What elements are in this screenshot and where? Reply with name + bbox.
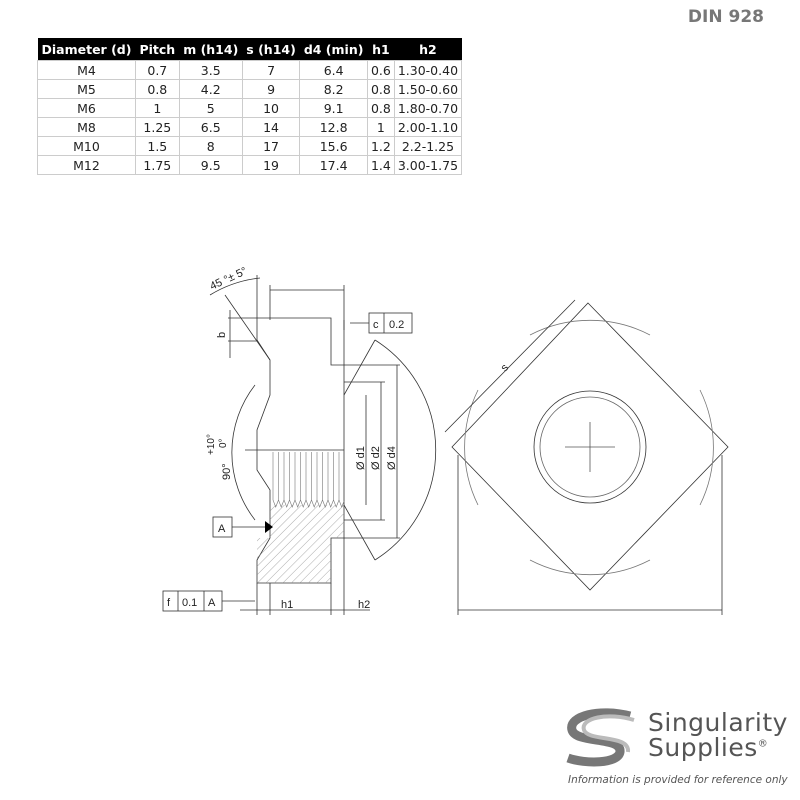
table-cell: M6 (37, 98, 136, 118)
angle-tol-lower: 0° (218, 438, 229, 448)
table-cell: 1.2 (366, 136, 395, 156)
angle-90-label: 90° (221, 463, 233, 480)
table-cell: 1.80-0.70 (393, 98, 463, 118)
registered-mark: ® (757, 738, 769, 750)
logo-line-1: Singularity (648, 708, 788, 737)
logo-line-2: Supplies® (648, 733, 768, 762)
d1-label: Ø d1 (355, 446, 367, 470)
table-cell: 3.5 (178, 60, 243, 80)
thread-line (322, 452, 329, 508)
chamfer-angle-label: 45 °± 5° (208, 265, 249, 292)
thread-line (278, 452, 285, 508)
tol-c-value: 0.2 (389, 319, 404, 331)
thread-line (305, 452, 312, 508)
thread-lines (272, 452, 345, 508)
table-cell: M5 (37, 79, 136, 99)
disclaimer: Information is provided for reference on… (568, 774, 788, 786)
thread-line (272, 452, 279, 508)
section-hatch-lower (257, 538, 331, 583)
top-view (444, 299, 729, 615)
column-header: d4 (min) (299, 38, 368, 61)
thread-line (294, 452, 301, 508)
tol-f-value: 0.1 (182, 597, 197, 609)
tolerance-c-box (368, 312, 413, 334)
thread-line (300, 452, 307, 508)
table-cell: 19 (241, 155, 301, 175)
tol-f-symbol: f (167, 597, 171, 609)
table-cell: 1.30-0.40 (393, 60, 463, 80)
thread-line (289, 452, 296, 508)
table-cell: 9.5 (178, 155, 243, 175)
h1-label: h1 (281, 599, 293, 611)
angle-tol-upper: +10° (206, 434, 217, 455)
table-cell: M12 (37, 155, 136, 175)
thread-line (338, 452, 345, 508)
thread-line (316, 452, 323, 508)
datum-a-label: A (218, 523, 226, 535)
h2-label: h2 (358, 599, 370, 611)
logo-s-icon (566, 708, 635, 767)
tol-c-symbol: c (373, 319, 379, 331)
thread-outer-circle (533, 390, 647, 504)
column-header: s (h14) (242, 38, 300, 61)
table-cell: 10 (241, 98, 301, 118)
s-label: s (499, 361, 512, 374)
logo-line-2-text: Supplies (648, 733, 758, 762)
table-cell: 6.5 (178, 117, 243, 137)
section-hatch (270, 505, 344, 538)
table-cell: 1.4 (366, 155, 395, 175)
table-cell: 15.6 (299, 136, 368, 156)
d2-label: Ø d2 (370, 446, 382, 470)
b-label: b (216, 332, 228, 338)
table-cell: M10 (37, 136, 136, 156)
company-logo: Singularity Supplies® Information is pro… (560, 706, 795, 796)
nut-square-outline (451, 302, 729, 591)
datum-arrow (265, 521, 273, 533)
datum-a-box (212, 516, 233, 538)
tol-f-datum: A (208, 597, 216, 609)
table-cell: M4 (37, 60, 136, 80)
column-header: h1 (367, 38, 395, 61)
standard-title: DIN 928 (687, 7, 764, 27)
thread-line (283, 452, 290, 508)
d4-label: Ø d4 (386, 446, 398, 470)
column-header: Diameter (d) (37, 38, 136, 61)
thread-line (333, 452, 340, 508)
thread-line (327, 452, 334, 508)
column-header: h2 (394, 38, 462, 61)
table-cell: 3.00-1.75 (393, 155, 463, 175)
side-view (209, 275, 437, 615)
column-header: Pitch (135, 38, 180, 61)
thread-line (311, 452, 318, 508)
column-header: m (h14) (179, 38, 243, 61)
thread-inner-circle (539, 396, 641, 498)
